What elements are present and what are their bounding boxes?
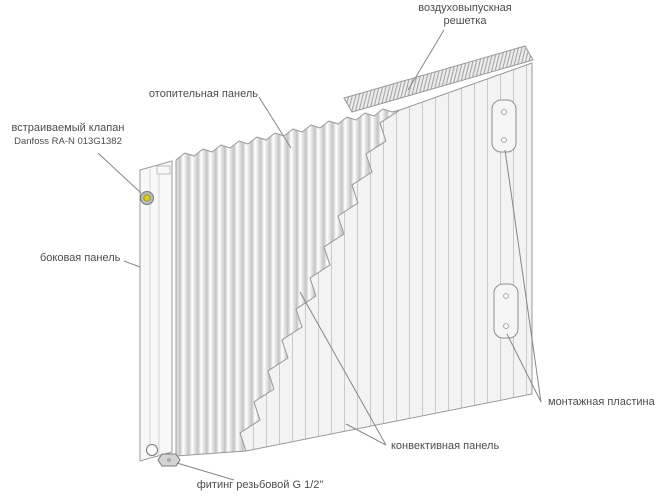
leader-mounting-plate-bottom: [506, 333, 542, 403]
label-side-panel: боковая панель: [40, 252, 120, 265]
label-valve: встраиваемый клапан Danfoss RA-N 013G138…: [6, 122, 130, 148]
pipe-fitting: [146, 444, 181, 467]
leader-fitting: [176, 462, 235, 481]
thermostatic-valve: [140, 191, 154, 205]
leader-side-panel: [123, 260, 141, 268]
label-fitting-text: фитинг резьбовой G 1/2": [196, 479, 324, 491]
label-air-grille: воздуховыпускная решетка: [385, 2, 545, 28]
label-air-grille-line2: решетка: [443, 15, 487, 27]
leader-mounting-plate-top: [504, 149, 542, 403]
label-heating-panel-text: отопительная панель: [148, 88, 258, 100]
leader-valve: [97, 152, 142, 194]
label-valve-line2: Danfoss RA-N 013G1382: [14, 136, 122, 147]
leader-heating-panel: [258, 96, 292, 149]
valve-yellow-cap: [143, 194, 151, 202]
label-convective-panel: конвективная панель: [391, 440, 499, 453]
label-air-grille-line1: воздуховыпускная: [418, 2, 512, 14]
label-mounting-plate: монтажная пластина: [548, 396, 655, 409]
mounting-plate-bottom: [493, 283, 519, 339]
leader-convective-panel-1: [299, 291, 387, 446]
air-grille: [343, 45, 534, 113]
label-side-panel-text: боковая панель: [40, 252, 121, 264]
side-panel: [139, 160, 173, 462]
leader-lines: [97, 29, 542, 481]
mounting-plate-top: [491, 99, 517, 153]
label-heating-panel: отопительная панель: [138, 88, 258, 101]
label-convective-panel-text: конвективная панель: [391, 440, 500, 452]
leader-convective-panel-2: [345, 423, 387, 446]
label-mounting-plate-text: монтажная пластина: [548, 396, 655, 408]
label-fitting: фитинг резьбовой G 1/2": [178, 479, 342, 492]
side-panel-top-tab: [156, 165, 171, 175]
label-valve-line1: встраиваемый клапан: [11, 122, 125, 134]
leader-air-grille: [407, 29, 445, 91]
